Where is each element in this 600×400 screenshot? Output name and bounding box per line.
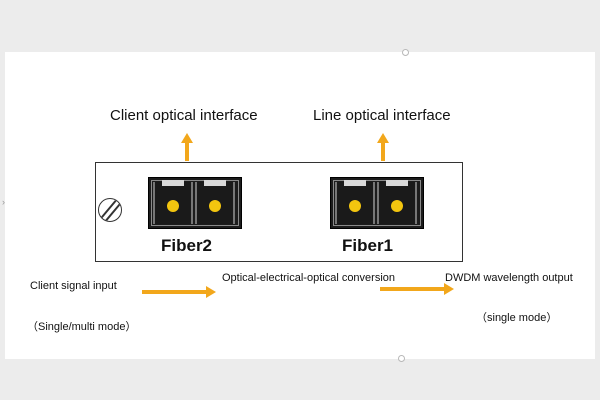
line-optical-interface-label: Line optical interface: [313, 107, 451, 124]
fiber1-port-left: [335, 180, 375, 224]
oeo-conversion-label: Optical-electrical-optical conversion: [222, 272, 396, 284]
fiber-core-icon: [391, 200, 403, 212]
dwdm-mode-label: （single mode）: [476, 312, 558, 324]
edge-marker-top: [402, 49, 409, 56]
fiber-core-icon: [209, 200, 221, 212]
fiber-core-icon: [167, 200, 179, 212]
fiber2-duplex-connector: [148, 177, 242, 229]
fiber1-duplex-connector: [330, 177, 424, 229]
client-signal-mode-label: （Single/multi mode）: [27, 321, 137, 333]
fiber1-port-right: [377, 180, 417, 224]
client-interface-up-arrow-icon: [181, 133, 193, 161]
fiber2-label: Fiber2: [161, 236, 213, 255]
client-signal-input-label: Client signal input: [30, 280, 117, 292]
fiber2-port-left: [153, 180, 193, 224]
client-optical-interface-label: Client optical interface: [110, 107, 258, 124]
screw-icon: [98, 198, 122, 222]
dwdm-output-label: DWDM wavelength output: [445, 272, 573, 284]
edge-marker-left: ›: [2, 197, 5, 207]
edge-marker-bottom: [398, 355, 405, 362]
transponder-module-faceplate: Fiber2 Fiber1: [95, 162, 463, 262]
line-interface-up-arrow-icon: [377, 133, 389, 161]
fiber2-port-right: [195, 180, 235, 224]
output-flow-arrow-icon: [380, 283, 454, 295]
input-flow-arrow-icon: [142, 286, 216, 298]
fiber-core-icon: [349, 200, 361, 212]
fiber1-label: Fiber1: [342, 236, 394, 255]
